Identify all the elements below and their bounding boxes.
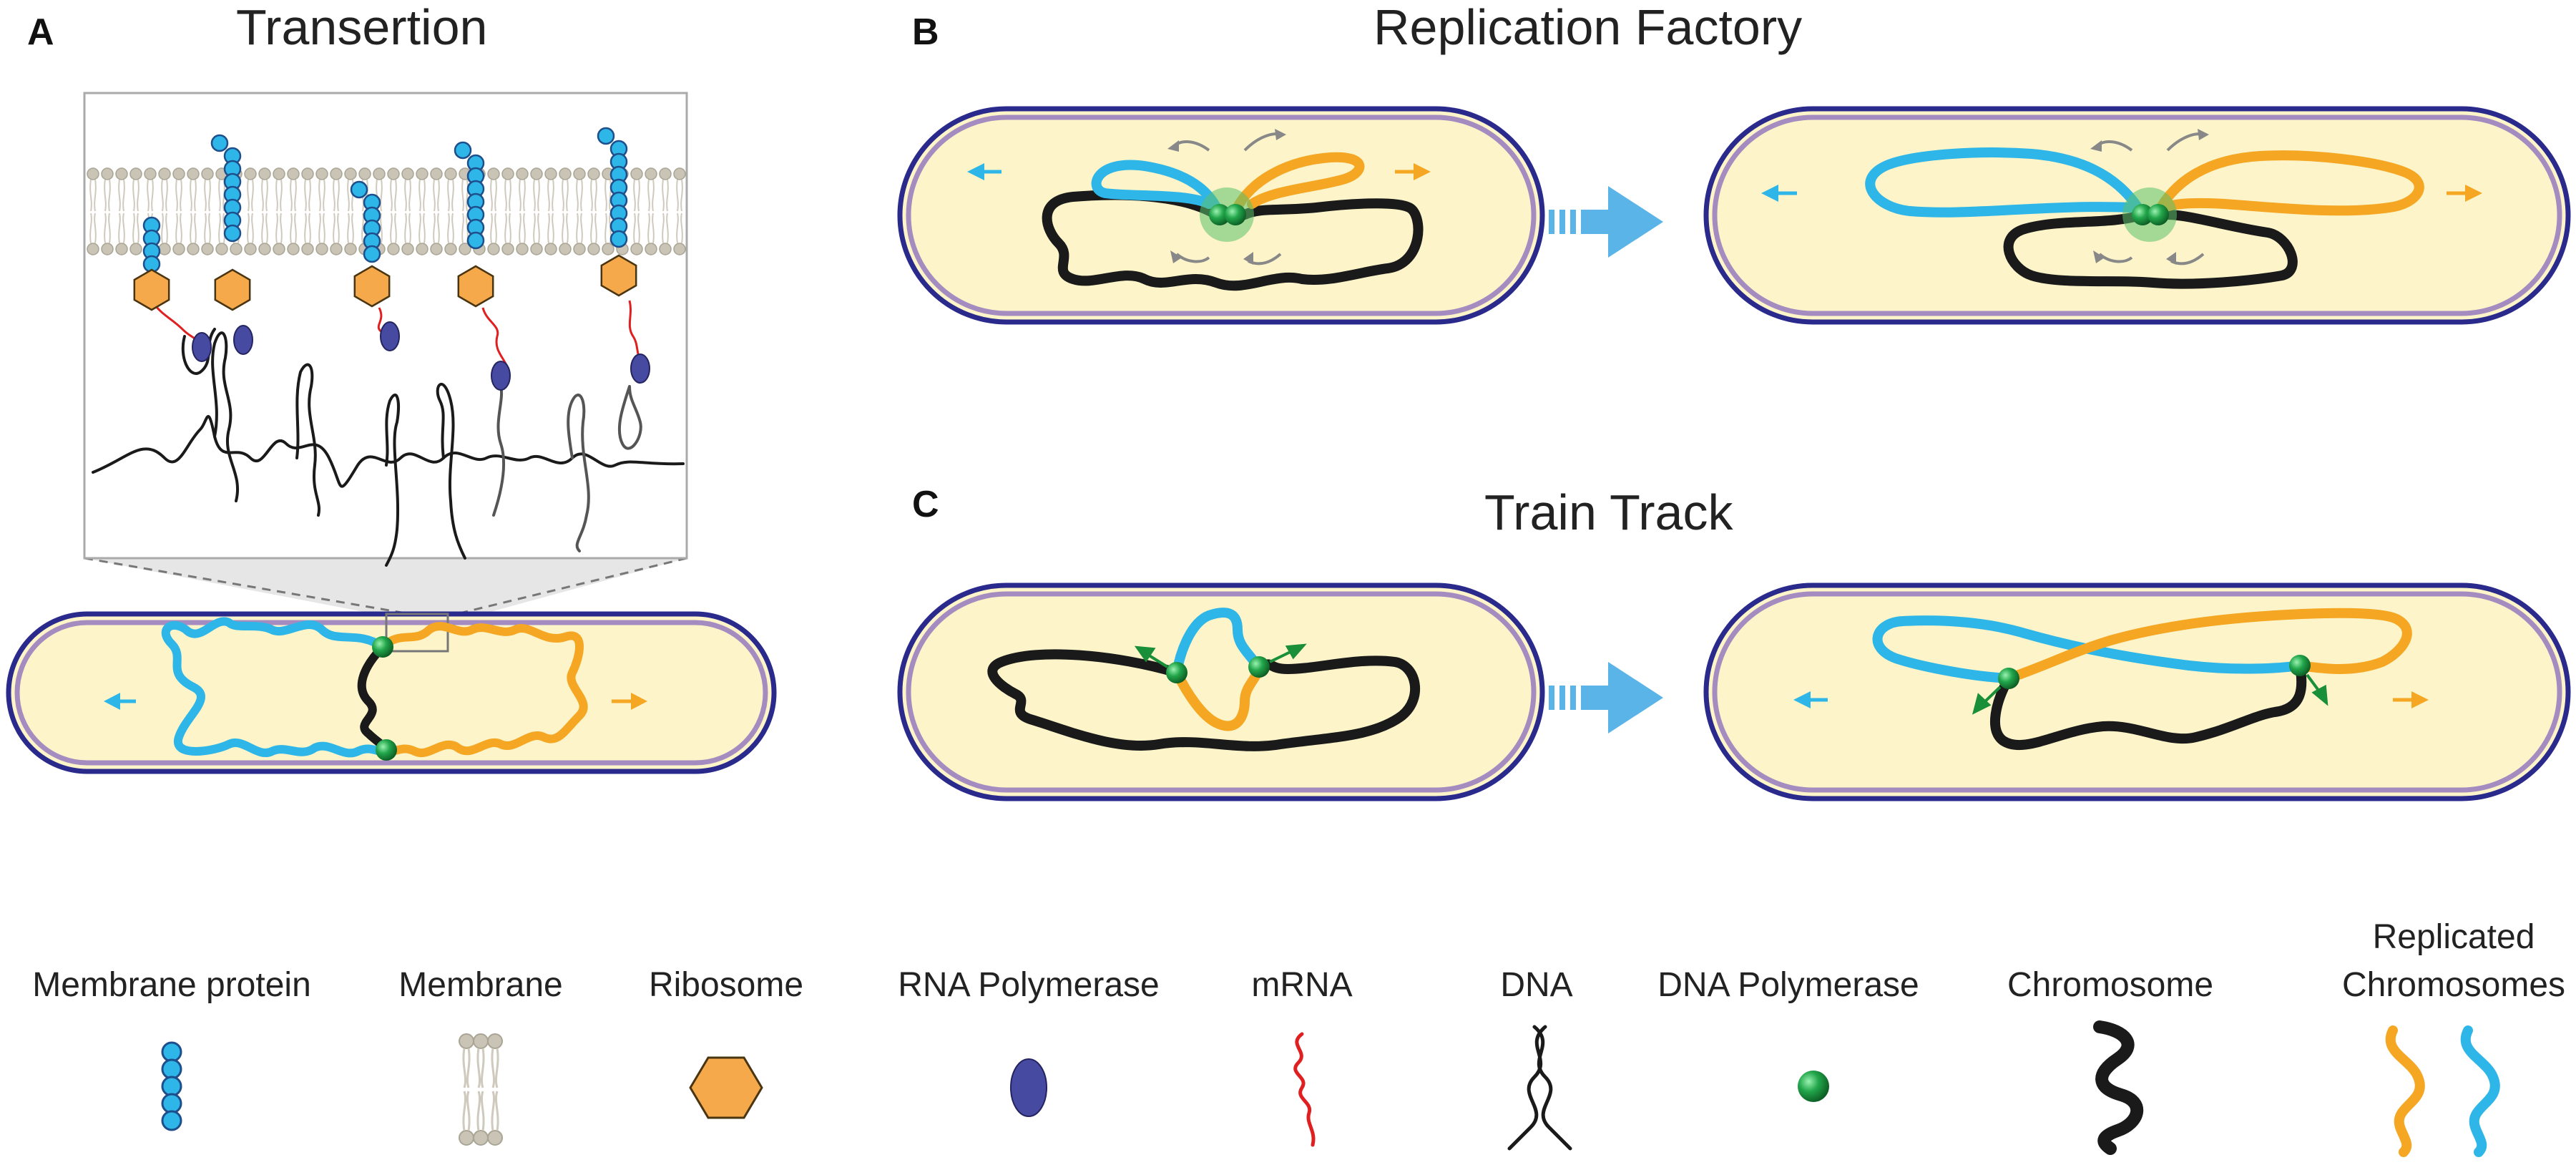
- transition-arrow-c: [1549, 662, 1663, 733]
- legend-dna-polymerase-label: DNA Polymerase: [1657, 966, 1919, 1004]
- legend-membrane-protein-label: Membrane protein: [32, 966, 311, 1004]
- orange-chromosome-a: [378, 622, 588, 757]
- dna-polymerase-c2a: [1998, 668, 2019, 689]
- dna-polymerase-c1a: [1166, 662, 1187, 683]
- rna-polymerase-icon: [1010, 1058, 1047, 1117]
- zoom-line-left: [84, 557, 419, 617]
- black-chromosome-b2: [2003, 210, 2298, 289]
- dna-polymerase-b1a: [1209, 204, 1230, 225]
- legend-replicated-label-1: Replicated: [2373, 918, 2535, 956]
- panel-b-title: Replication Factory: [1373, 0, 1802, 55]
- legend-ribosome-label: Ribosome: [649, 966, 803, 1004]
- arrow-right-b1: [1395, 163, 1431, 180]
- arrow-right-a: [612, 693, 647, 710]
- zoom-line-right: [450, 557, 687, 617]
- black-chromosome-c2: [1990, 660, 2307, 751]
- legend-membrane: Membrane: [398, 966, 563, 1146]
- dna-icon: [1507, 1025, 1572, 1151]
- arrow-left-b2: [1761, 185, 1797, 202]
- panel-b-letter: B: [912, 11, 939, 53]
- dna-polymerase-a1: [372, 636, 393, 658]
- legend-membrane-protein: Membrane protein: [32, 966, 311, 1131]
- cell-c-right: [1703, 582, 2571, 801]
- cell-b-right: [1703, 106, 2571, 325]
- membrane-protein-icon: [161, 1041, 182, 1131]
- dna-polymerase-icon: [1798, 1071, 1829, 1102]
- dna-polymerase-b2b: [2148, 204, 2169, 225]
- orange-chromosome-b1: [1229, 152, 1365, 220]
- dna-polymerase-b2a: [2132, 204, 2153, 225]
- panel-a-title: Transertion: [236, 0, 487, 55]
- membrane-protein-group: [133, 127, 650, 391]
- panel-c: C Train Track: [897, 484, 2571, 801]
- blue-chromosome-c2: [1872, 615, 2305, 683]
- legend-ribosome: Ribosome: [649, 966, 803, 1119]
- chromosome-icon: [2093, 1020, 2143, 1155]
- dna-polymerase-a2: [376, 739, 397, 761]
- blue-chromosome-b1: [1091, 160, 1225, 220]
- ribosome-icon: [689, 1056, 763, 1119]
- cell-b-left: [897, 106, 1545, 325]
- panel-c-letter: C: [912, 484, 939, 525]
- orange-chromosome-icon: [2385, 1025, 2425, 1157]
- inset-dna: [92, 328, 685, 567]
- legend-dna: DNA: [1500, 966, 1573, 1151]
- mrna-icon: [1293, 1032, 1316, 1147]
- panel-c-title: Train Track: [1484, 484, 1733, 540]
- legend-chromosome-label: Chromosome: [2007, 966, 2213, 1004]
- legend: Membrane protein Membrane Ribosome RNA P…: [32, 918, 2565, 1157]
- arrow-left-c2: [1793, 691, 1828, 708]
- panel-a-letter: A: [27, 11, 54, 53]
- panel-a: A Transertion: [6, 0, 777, 774]
- dna-polymerase-c2b: [2289, 655, 2311, 676]
- arrow-right-c2: [2393, 691, 2429, 708]
- blue-chromosome-a: [161, 617, 391, 758]
- legend-dna-label: DNA: [1500, 966, 1572, 1004]
- orange-chromosome-c1: [1172, 664, 1264, 731]
- black-chromosome-b1: [1042, 190, 1424, 291]
- membrane-bilayer: [87, 167, 686, 255]
- legend-membrane-label: Membrane: [398, 966, 562, 1004]
- membrane-icon: [459, 1033, 503, 1146]
- blue-chromosome-b2: [1865, 147, 2148, 220]
- cell-c-left: [897, 582, 1545, 801]
- black-chromosome-a: [357, 643, 391, 754]
- dna-polymerase-c1b: [1248, 656, 1270, 678]
- legend-mrna: mRNA: [1251, 966, 1353, 1147]
- black-chromosome-c1: [987, 649, 1420, 751]
- legend-replicated-label-2: Chromosomes: [2342, 966, 2565, 1004]
- blue-chromosome-c1: [1172, 608, 1264, 678]
- orange-chromosome-b2: [2152, 150, 2424, 220]
- panel-b: B Replication Factory: [897, 0, 2571, 325]
- zoom-funnel: [84, 558, 687, 617]
- blue-chromosome-icon: [2460, 1025, 2500, 1157]
- legend-mrna-label: mRNA: [1251, 966, 1352, 1004]
- legend-rna-polymerase: RNA Polymerase: [898, 966, 1160, 1117]
- orange-chromosome-c2: [2004, 608, 2412, 683]
- cell-a: [6, 611, 777, 774]
- legend-dna-polymerase: DNA Polymerase: [1657, 966, 1919, 1102]
- transition-arrow-b: [1549, 186, 1663, 258]
- legend-rna-polymerase-label: RNA Polymerase: [898, 966, 1159, 1004]
- arrow-left-b1: [967, 163, 1001, 180]
- legend-chromosome: Chromosome: [2007, 966, 2213, 1155]
- arrow-right-b2: [2447, 185, 2482, 202]
- arrow-left-a: [104, 693, 136, 710]
- legend-replicated-chromosomes: Replicated Chromosomes: [2342, 918, 2565, 1157]
- dna-polymerase-b1b: [1225, 204, 1246, 225]
